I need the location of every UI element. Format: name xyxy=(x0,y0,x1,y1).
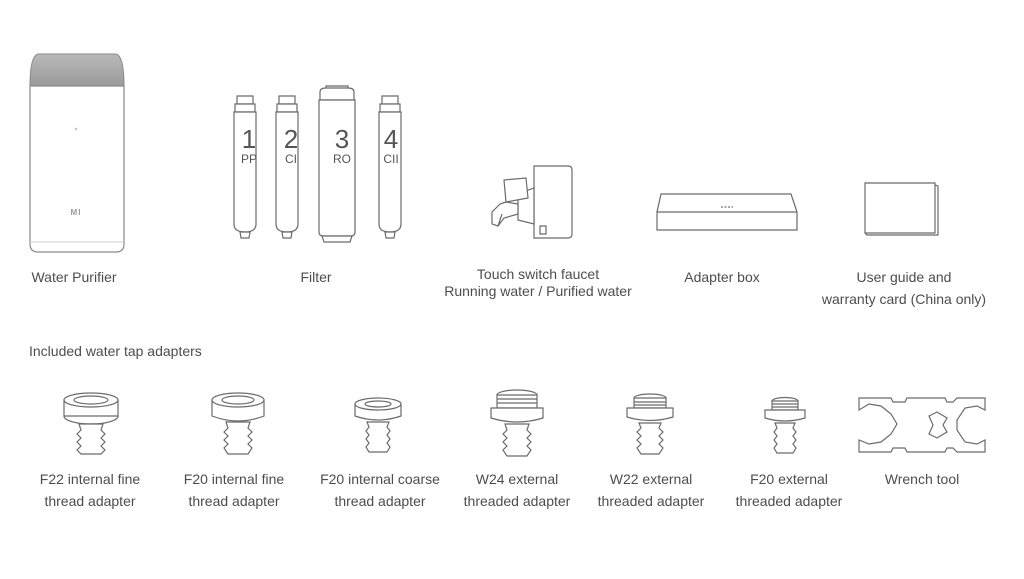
adapter-caption-line2: thread adapter xyxy=(334,493,426,509)
user-guide-caption: User guide and warranty card (China only… xyxy=(814,266,994,310)
user-guide-caption-line2: warranty card (China only) xyxy=(821,291,987,307)
filter-cartridge-icon xyxy=(233,85,402,243)
section-title: Included water tap adapters xyxy=(29,343,202,359)
tap-adapter-icon xyxy=(211,392,265,455)
user-guide-caption-line1: User guide and xyxy=(856,269,952,285)
adapter-caption-line2: threaded adapter xyxy=(735,493,843,509)
faucet-icon xyxy=(491,165,573,239)
adapter-caption-line1: F20 internal coarse xyxy=(320,471,440,487)
filter-2-code: CI xyxy=(285,152,297,166)
user-guide-card-icon xyxy=(864,182,939,236)
adapter-caption-line1: Wrench tool xyxy=(884,471,960,487)
adapter-caption-line2: thread adapter xyxy=(188,493,280,509)
purifier-logo: MI xyxy=(70,208,82,217)
adapter-caption-line1: F20 external xyxy=(750,471,828,487)
adapter-caption-line2: thread adapter xyxy=(44,493,136,509)
tap-adapter-icon xyxy=(490,389,544,457)
adapter-caption-line2: threaded adapter xyxy=(597,493,705,509)
adapter-caption-wrench-tool: Wrench tool xyxy=(862,468,982,490)
adapter-caption-w24-external: W24 external threaded adapter xyxy=(452,468,582,512)
filter-3-number: 3 xyxy=(334,124,350,154)
adapter-caption-line1: W24 external xyxy=(475,471,559,487)
adapter-box-icon xyxy=(656,193,798,231)
adapter-box-label: Adapter box xyxy=(684,269,760,285)
water-purifier-label: Water Purifier xyxy=(31,269,117,285)
faucet-caption: Touch switch faucet Running water / Puri… xyxy=(428,266,648,300)
water-purifier-icon xyxy=(29,53,125,253)
adapter-caption-f20-internal-fine: F20 internal fine thread adapter xyxy=(174,468,294,512)
adapter-caption-line1: F20 internal fine xyxy=(183,471,285,487)
tap-adapter-icon xyxy=(354,397,402,453)
adapter-caption-f20-internal-coarse: F20 internal coarse thread adapter xyxy=(310,468,450,512)
tap-adapter-icon xyxy=(63,392,119,455)
filter-4-code: CII xyxy=(383,152,399,166)
filter-2-number: 2 xyxy=(283,124,299,154)
wrench-icon xyxy=(858,397,986,453)
filter-1-code: PP xyxy=(240,152,257,166)
adapter-caption-w22-external: W22 external threaded adapter xyxy=(586,468,716,512)
adapter-caption-line1: W22 external xyxy=(609,471,693,487)
faucet-caption-line1: Touch switch faucet xyxy=(476,266,600,282)
filter-3-code: RO xyxy=(333,152,351,166)
adapter-caption-f20-external: F20 external threaded adapter xyxy=(724,468,854,512)
filter-4-number: 4 xyxy=(383,124,399,154)
adapter-caption-line2: threaded adapter xyxy=(463,493,571,509)
filter-label: Filter xyxy=(300,269,332,285)
adapter-caption-line1: F22 internal fine xyxy=(39,471,141,487)
faucet-caption-line2: Running water / Purified water xyxy=(444,283,632,299)
filter-1-number: 1 xyxy=(241,124,257,154)
tap-adapter-icon xyxy=(626,393,674,455)
adapter-caption-f22-internal-fine: F22 internal fine thread adapter xyxy=(30,468,150,512)
tap-adapter-icon xyxy=(764,396,806,454)
